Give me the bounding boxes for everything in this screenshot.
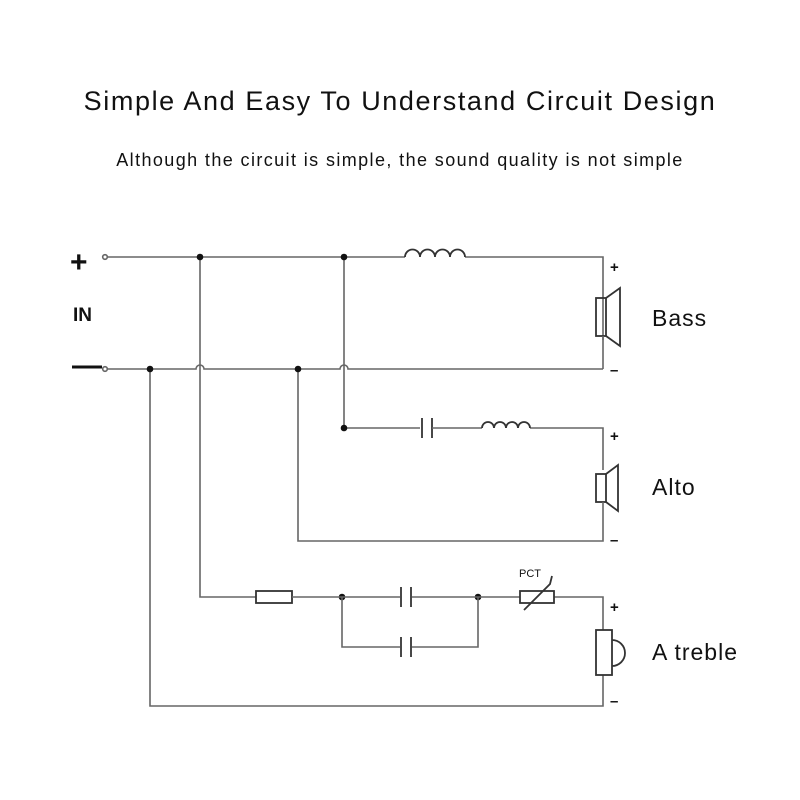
pct-label: PCT — [519, 568, 541, 580]
bass-plus-sign: + — [610, 259, 619, 276]
treble-minus-sign: – — [610, 693, 618, 710]
input-plus-terminal — [101, 253, 109, 261]
treble-capacitor-top — [400, 587, 412, 607]
bass-inductor — [404, 248, 466, 258]
input-label: IN — [73, 305, 92, 326]
alto-label: Alto — [652, 474, 696, 500]
treble-branch-wire — [292, 596, 604, 630]
junction-dot — [146, 365, 154, 373]
positive-rail — [107, 256, 604, 340]
alto-capacitor — [421, 418, 433, 438]
treble-return-wire — [149, 369, 604, 707]
treble-feed-wire — [199, 257, 256, 598]
junction-dot — [196, 253, 204, 261]
bass-minus-sign: – — [610, 362, 618, 379]
junction-dot — [294, 365, 302, 373]
negative-rail — [107, 364, 603, 370]
alto-inductor — [481, 421, 531, 429]
parallel-capacitor-wire — [341, 597, 479, 648]
junction-dot — [340, 253, 348, 261]
page-subtitle: Although the circuit is simple, the soun… — [116, 150, 684, 170]
junction-dot — [340, 424, 348, 432]
pct-thermistor — [519, 575, 555, 611]
alto-plus-sign: + — [610, 428, 619, 445]
treble-resistor — [255, 590, 293, 604]
input-minus-sign: — — [72, 349, 102, 382]
alto-branch-wire — [432, 427, 604, 470]
input-plus-sign: + — [70, 246, 88, 279]
treble-speaker-icon — [595, 629, 626, 676]
alto-minus-sign: – — [610, 532, 618, 549]
alto-speaker-icon — [595, 463, 619, 513]
treble-capacitor-bottom — [400, 637, 412, 657]
bass-label: Bass — [652, 305, 707, 331]
alto-feed-wire — [343, 257, 420, 429]
page-title: Simple And Easy To Understand Circuit De… — [83, 86, 717, 116]
input-minus-terminal — [101, 365, 109, 373]
treble-plus-sign: + — [610, 599, 619, 616]
treble-label: A treble — [652, 639, 738, 665]
bass-speaker-icon — [595, 286, 621, 348]
alto-return-wire — [297, 369, 604, 542]
